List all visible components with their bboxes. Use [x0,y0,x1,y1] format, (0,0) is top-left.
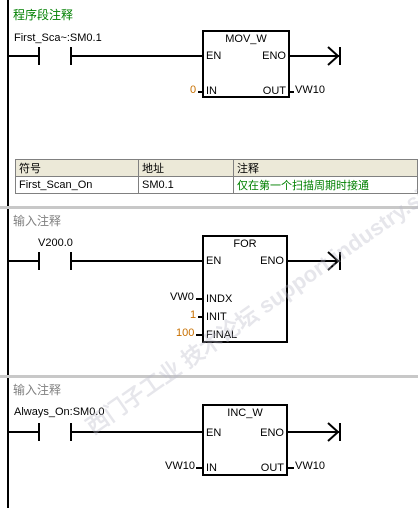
mov-w-box[interactable]: MOV_W EN ENO IN OUT [202,30,290,98]
pin-en: EN [206,50,222,62]
out-wire [288,91,294,93]
network-comment[interactable]: 程序段注释 [13,8,74,22]
pin-en: EN [206,255,222,267]
symbol-table: 符号 地址 注释 First_Scan_On SM0.1 仅在第一个扫描周期时接… [15,159,418,194]
box-title: MOV_W [225,33,267,45]
box-title: INC_W [227,407,263,419]
coil-arrow-icon [327,46,341,66]
header-address: 地址 [138,159,234,177]
out-operand[interactable]: VW10 [295,84,325,96]
rung-wire [9,260,38,262]
pin-eno: ENO [260,255,284,267]
init-operand[interactable]: 1 [190,309,197,321]
contact-left-bar[interactable] [38,252,40,270]
symbol-table-header: 符号 地址 注释 [15,159,418,177]
network-separator [0,375,418,378]
header-symbol: 符号 [15,159,139,177]
pin-en: EN [206,427,222,439]
final-operand[interactable]: 100 [176,327,195,339]
rung-wire [9,55,38,57]
rung-wire [72,431,202,433]
pin-eno: ENO [262,50,286,62]
indx-operand[interactable]: VW0 [170,291,194,303]
init-wire [198,316,204,318]
network-separator [0,206,418,209]
in-operand[interactable]: 0 [190,84,197,96]
in-wire [196,467,204,469]
coil-arrow-icon [327,422,341,442]
pin-init: INIT [206,311,227,323]
out-wire [286,467,294,469]
network-1[interactable]: 程序段注释 First_Sca~:SM0.1 MOV_W EN ENO IN O… [0,0,418,206]
network-2[interactable]: 输入注释 V200.0 FOR EN ENO INDX INIT FINAL V… [0,209,418,375]
network-comment[interactable]: 输入注释 [13,383,62,397]
eno-wire [288,431,340,433]
inc-w-box[interactable]: INC_W EN ENO IN OUT [202,404,288,476]
pin-eno: ENO [260,427,284,439]
contact-label[interactable]: First_Sca~:SM0.1 [14,32,102,44]
contact-left-bar[interactable] [38,423,40,441]
cell-address: SM0.1 [138,176,234,194]
network-3[interactable]: 输入注释 Always_On:SM0.0 INC_W EN ENO IN OUT… [0,378,418,508]
power-rail [7,378,9,508]
pin-final: FINAL [206,329,238,341]
pin-in: IN [206,462,217,474]
contact-left-bar[interactable] [38,47,40,65]
eno-wire [290,55,340,57]
cell-comment: 仅在第一个扫描周期时接通 [233,176,418,194]
table-row: First_Scan_On SM0.1 仅在第一个扫描周期时接通 [15,176,418,194]
power-rail [7,209,9,375]
contact-label[interactable]: V200.0 [38,237,73,249]
coil-arrow-icon [327,251,341,271]
for-box[interactable]: FOR EN ENO INDX INIT FINAL [202,235,288,343]
contact-right-bar[interactable] [70,423,72,441]
indx-wire [196,298,204,300]
rung-wire [72,260,202,262]
cell-symbol: First_Scan_On [15,176,139,194]
eno-wire [288,260,340,262]
contact-right-bar[interactable] [70,47,72,65]
in-wire [198,91,204,93]
rung-wire [72,55,202,57]
power-rail [7,0,9,206]
header-comment: 注释 [233,159,418,177]
final-wire [196,334,204,336]
pin-out: OUT [262,85,286,97]
box-title: FOR [233,238,257,250]
out-operand[interactable]: VW10 [295,460,325,472]
contact-right-bar[interactable] [70,252,72,270]
pin-out: OUT [260,462,284,474]
rung-wire [9,431,38,433]
pin-in: IN [206,85,217,97]
contact-label[interactable]: Always_On:SM0.0 [14,406,105,418]
network-comment[interactable]: 输入注释 [13,214,62,228]
pin-indx: INDX [206,293,233,305]
in-operand[interactable]: VW10 [165,460,195,472]
